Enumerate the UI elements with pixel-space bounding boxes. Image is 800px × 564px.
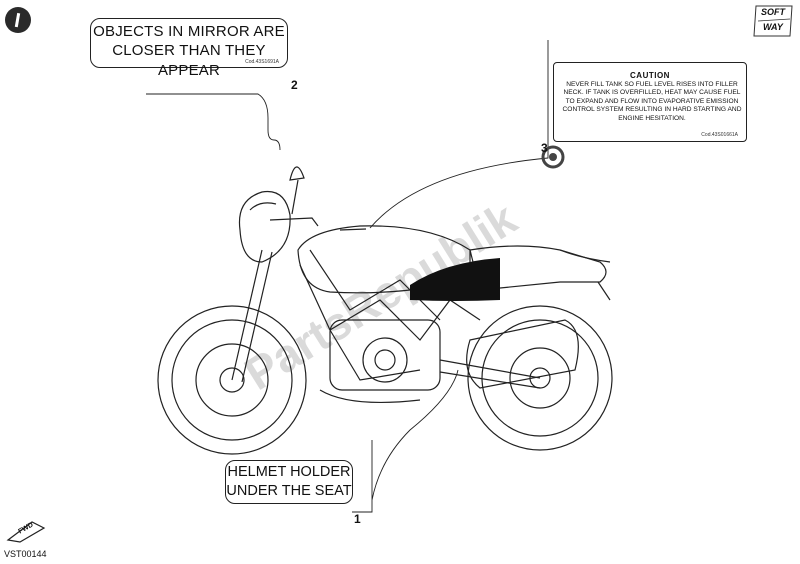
mirror-label-line-2: CLOSER THAN THEY APPEAR: [112, 42, 266, 79]
caution-label-code: Cod.43S01661A: [701, 132, 738, 138]
helmet-label-line-2: UNDER THE SEAT: [226, 483, 352, 499]
fwd-arrow-icon: FWD: [6, 518, 46, 544]
caution-body: NEVER FILL TANK SO FUEL LEVEL RISES INTO…: [562, 81, 742, 122]
callout-3: 3: [541, 141, 548, 155]
mirror-warning-label: OBJECTS IN MIRROR ARE CLOSER THAN THEY A…: [90, 18, 288, 79]
callout-1: 1: [354, 512, 361, 526]
brand-line-1: SOFT: [761, 7, 785, 17]
helmet-label-line-1: HELMET HOLDER: [227, 464, 351, 480]
mirror-label-line-1: OBJECTS IN MIRROR ARE: [93, 23, 285, 40]
reference-code: VST00144: [4, 549, 47, 559]
caution-title: CAUTION: [630, 71, 670, 80]
brand-line-2: WAY: [763, 22, 783, 32]
callout-2: 2: [291, 78, 298, 92]
info-icon: [5, 7, 31, 33]
caution-label: CAUTION NEVER FILL TANK SO FUEL LEVEL RI…: [553, 62, 747, 142]
mirror-label-code: Cod.43S1691A: [245, 59, 279, 65]
helmet-holder-label: HELMET HOLDER UNDER THE SEAT: [225, 460, 353, 504]
softway-logo: SOFT WAY: [752, 4, 796, 38]
